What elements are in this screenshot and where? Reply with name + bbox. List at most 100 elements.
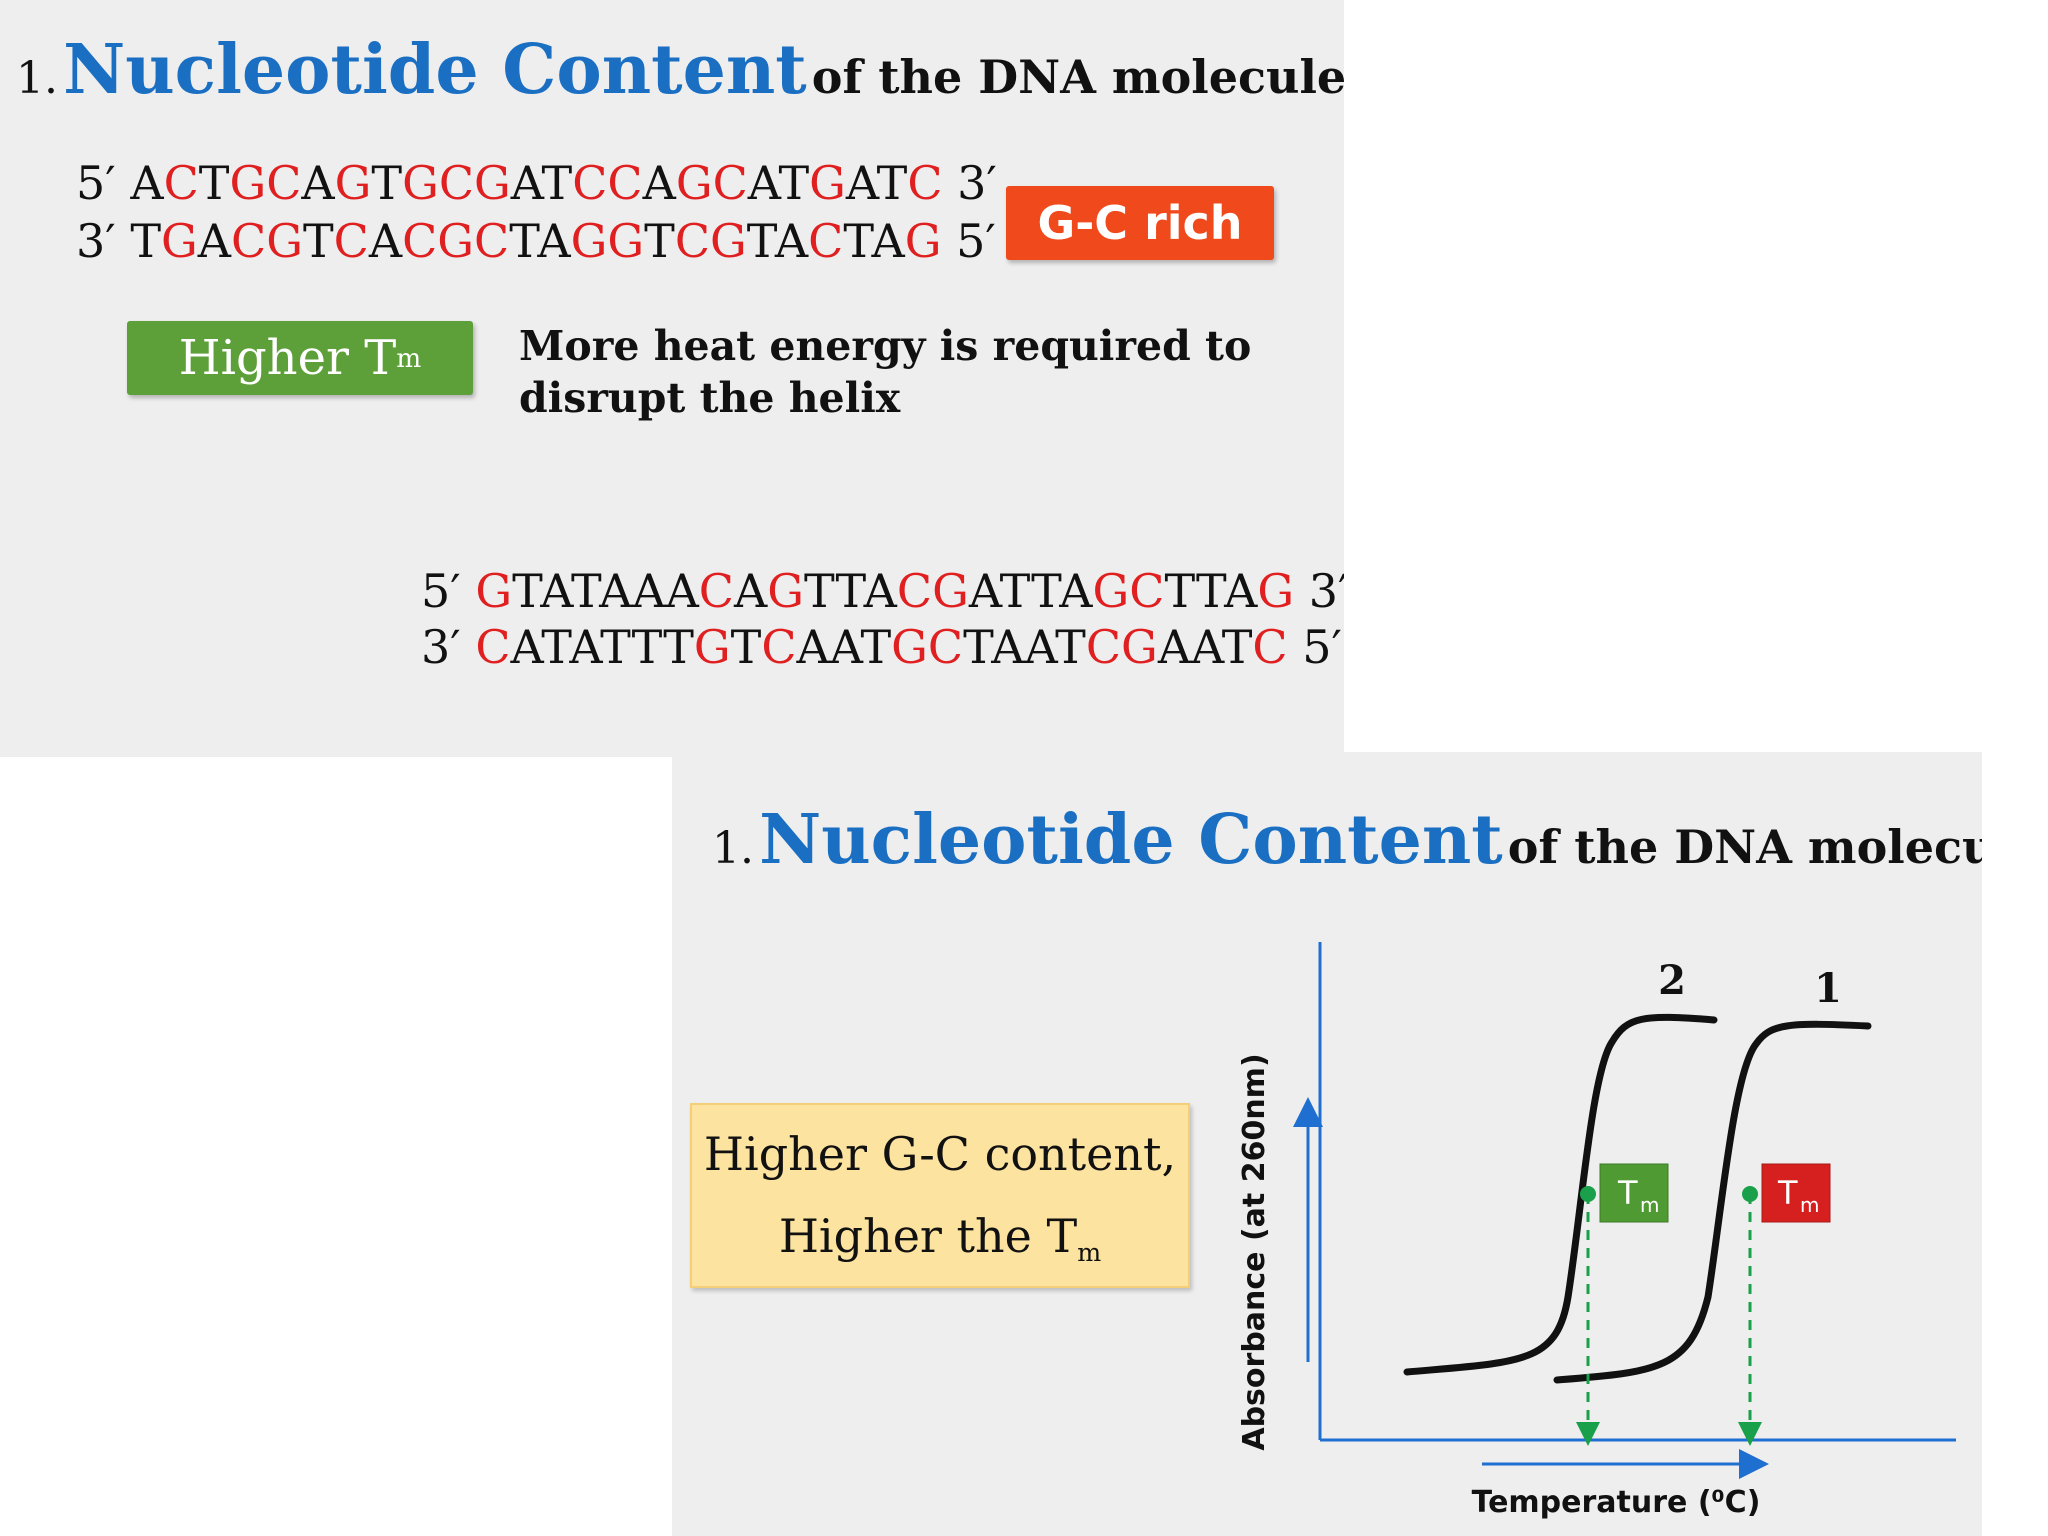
slide-title: 1. Nucleotide Content of the DNA molecul…	[16, 30, 1344, 110]
at-base: A	[368, 214, 403, 268]
tm-badge-2: T m	[1599, 1163, 1669, 1223]
at-base: AT	[510, 156, 573, 210]
gc-rich-label: G-C rich	[1037, 196, 1243, 250]
at-base: TAAT	[963, 620, 1086, 674]
gc-base: C	[475, 620, 511, 674]
gc-base: GC	[675, 156, 748, 210]
gc-base: CG	[231, 214, 303, 268]
gc-base: G	[1257, 564, 1295, 618]
gc-base: G	[334, 156, 372, 210]
tm-point-1	[1742, 1186, 1758, 1202]
at-base: T	[371, 156, 403, 210]
slide-gc-content: 1. Nucleotide Content of the DNA molecul…	[0, 0, 1344, 757]
x-axis-label: Temperature (⁰C)	[1472, 1485, 1761, 1520]
at-base: A	[301, 156, 335, 210]
title-highlight: Nucleotide Content	[759, 800, 1503, 880]
at-base: AAT	[1157, 620, 1253, 674]
title-rest: of the DNA molecule	[811, 50, 1344, 104]
at-base: T	[198, 156, 230, 210]
sequence-gc-bottom-strand: 3′ TGACGTCACGCTAGGTCGTACTAG 5′	[76, 214, 996, 268]
gc-base: C	[907, 156, 943, 210]
at-base: AT	[747, 156, 810, 210]
gc-base: GC	[1092, 564, 1165, 618]
at-base: TA	[746, 214, 809, 268]
gc-base: CG	[896, 564, 969, 618]
at-base: T	[302, 214, 334, 268]
gc-base: G	[161, 214, 198, 268]
note-line-2: Higher the Tm	[692, 1195, 1188, 1294]
strand-end-label: 3′	[421, 620, 476, 674]
title-number: 1.	[712, 823, 754, 874]
melting-curve-2	[1403, 1013, 1718, 1376]
at-base: A	[642, 156, 676, 210]
tm-badge-1-subscript: m	[1800, 1193, 1819, 1217]
note-line-2-subscript: m	[1077, 1237, 1102, 1267]
slide-title: 1. Nucleotide Content of the DNA molecul…	[712, 800, 1982, 880]
strand-end-label: 3′	[76, 214, 131, 268]
curve-label-2: 2	[1658, 957, 1686, 1004]
gc-base: GCG	[402, 156, 511, 210]
sequence-gc-top-strand: 5′ ACTGCAGTGCGATCCAGCATGATC 3′	[76, 156, 997, 210]
gc-base: CG	[674, 214, 747, 268]
tm-badge-2-text: T	[1617, 1174, 1638, 1212]
melting-curve-diagram: Absorbance (at 260nm) Temperature (⁰C) 2…	[1237, 942, 1956, 1520]
strand-end-label: 5′	[1287, 620, 1342, 674]
melting-curve-1	[1553, 1020, 1872, 1384]
gc-base: G	[475, 564, 513, 618]
at-base: TA	[509, 214, 571, 268]
y-axis-label: Absorbance (at 260nm)	[1237, 1053, 1272, 1450]
title-highlight: Nucleotide Content	[63, 30, 807, 110]
tm-badge-1-text: T	[1777, 1174, 1798, 1212]
gc-base: C	[808, 214, 844, 268]
gc-base: CC	[572, 156, 643, 210]
strand-end-label: 5′	[76, 156, 131, 210]
higher-tm-subscript: m	[396, 342, 422, 374]
gc-content-note: Higher G-C content, Higher the Tm	[690, 1103, 1190, 1288]
tm-point-2	[1580, 1186, 1596, 1202]
strand-end-label: 5′	[941, 214, 996, 268]
sequence-at-top-strand: 5′ GTATAAACAGTTACGATTAGCTTAG 3′	[421, 564, 1344, 618]
gc-base: C	[1252, 620, 1288, 674]
note-line-2-text: Higher the T	[778, 1209, 1078, 1263]
at-base: TTA	[803, 564, 897, 618]
at-base: AAT	[796, 620, 892, 674]
higher-tm-label: Higher T	[178, 330, 397, 386]
note-line-1: Higher G-C content,	[703, 1127, 1177, 1181]
gc-base: C	[163, 156, 199, 210]
at-base: ATTA	[968, 564, 1093, 618]
strand-end-label: 3′	[1294, 564, 1344, 618]
slide-melting-curve: 1. Nucleotide Content of the DNA molecul…	[672, 752, 1982, 1536]
at-base: ATATTT	[510, 620, 694, 674]
at-base: T	[644, 214, 675, 268]
at-base: A	[197, 214, 232, 268]
at-base: TATAAA	[512, 564, 699, 618]
gc-base: G	[809, 156, 846, 210]
gc-base: G	[693, 620, 731, 674]
sequence-at-bottom-strand: 3′ CATATTTGTCAATGCTAATCGAATC 5′	[421, 620, 1342, 674]
gc-rich-badge: G-C rich	[1006, 186, 1274, 260]
at-base: TTA	[1164, 564, 1258, 618]
gc-base: GC	[891, 620, 964, 674]
strand-end-label: 3′	[942, 156, 997, 210]
tm-badge-2-subscript: m	[1640, 1193, 1659, 1217]
gc-base: C	[761, 620, 797, 674]
explanation-text: More heat energy is required to disrupt …	[519, 322, 1252, 422]
gc-base: C	[333, 214, 369, 268]
at-base: A	[734, 564, 768, 618]
strand-end-label: 5′	[421, 564, 476, 618]
gc-base: CGC	[402, 214, 510, 268]
tm-badge-1: T m	[1761, 1163, 1831, 1223]
gc-base: G	[904, 214, 942, 268]
gc-base: G	[767, 564, 804, 618]
gc-base: CG	[1085, 620, 1158, 674]
title-rest: of the DNA molecule	[1507, 820, 1982, 874]
gc-base: C	[698, 564, 734, 618]
at-base: AT	[845, 156, 908, 210]
at-base: A	[130, 156, 164, 210]
at-base: TA	[843, 214, 905, 268]
title-number: 1.	[16, 53, 58, 104]
gc-base: GG	[570, 214, 645, 268]
curve-label-1: 1	[1814, 965, 1842, 1012]
at-base: T	[130, 214, 162, 268]
